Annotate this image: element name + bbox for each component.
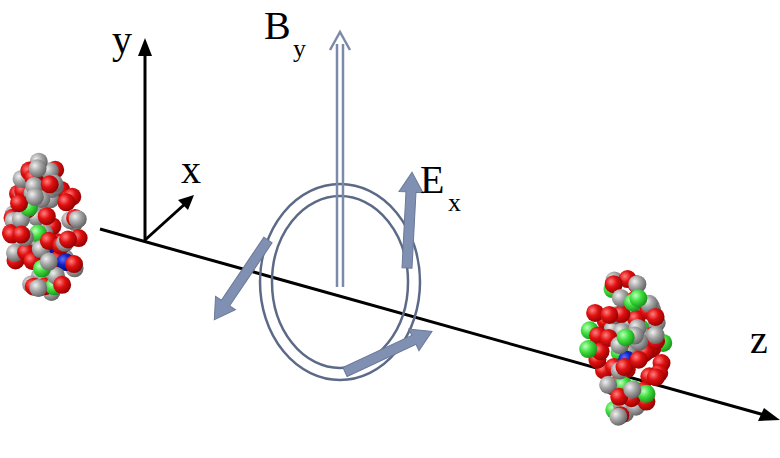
nucleon bbox=[53, 276, 71, 294]
x-axis-head bbox=[178, 195, 194, 210]
e-field-arrow bbox=[340, 321, 437, 383]
nucleon bbox=[69, 210, 87, 228]
nucleus bbox=[2, 153, 88, 301]
nucleon bbox=[647, 368, 665, 386]
e-field-arrow bbox=[395, 172, 424, 269]
z-axis bbox=[100, 229, 768, 416]
nucleon bbox=[647, 326, 665, 344]
nucleon bbox=[10, 194, 28, 212]
nucleon bbox=[29, 279, 47, 297]
nucleon bbox=[65, 255, 83, 273]
nucleon bbox=[629, 289, 647, 307]
e-field-arrow bbox=[204, 233, 278, 326]
z-axis-head bbox=[758, 408, 780, 421]
nucleon bbox=[609, 408, 627, 426]
nucleon bbox=[647, 308, 665, 326]
nucleon bbox=[623, 381, 641, 399]
nucleon bbox=[41, 175, 59, 193]
x-axis bbox=[145, 203, 186, 240]
nucleon bbox=[26, 188, 44, 206]
field-subscript: x bbox=[448, 190, 461, 216]
axis-label: y bbox=[112, 20, 132, 60]
nucleon bbox=[57, 193, 75, 211]
axis-label: z bbox=[750, 320, 768, 360]
field-subscript: y bbox=[293, 36, 306, 62]
b-field-arrow bbox=[342, 44, 345, 287]
y-axis-head bbox=[138, 38, 152, 56]
nucleus bbox=[579, 270, 672, 426]
y-axis bbox=[144, 52, 147, 242]
nucleon bbox=[600, 306, 618, 324]
b-field-head bbox=[330, 32, 350, 50]
b-field-arrow bbox=[336, 44, 339, 287]
nucleon bbox=[630, 351, 648, 369]
nucleon bbox=[12, 226, 30, 244]
nucleon bbox=[617, 328, 635, 346]
nucleon bbox=[579, 340, 597, 358]
nucleon bbox=[29, 159, 47, 177]
nucleon bbox=[59, 230, 77, 248]
nucleon bbox=[38, 207, 56, 225]
axis-label: x bbox=[181, 150, 201, 190]
field-ring bbox=[272, 196, 408, 368]
nucleon bbox=[40, 253, 58, 271]
field-label: E bbox=[420, 160, 444, 200]
field-label: B bbox=[264, 6, 291, 46]
